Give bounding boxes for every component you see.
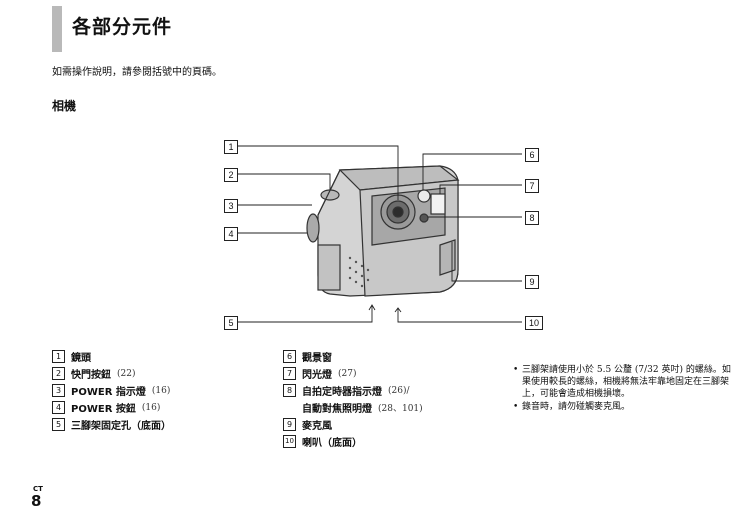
list-item: 5 三腳架固定孔（底面） — [52, 416, 177, 433]
item-number: 1 — [52, 350, 65, 363]
callout-10: 10 — [525, 316, 543, 330]
list-item: 7 閃光燈 (27) — [283, 365, 423, 382]
language-code: CT — [33, 485, 43, 493]
callout-2: 2 — [224, 168, 238, 182]
list-item: 10 喇叭（底面） — [283, 433, 423, 450]
item-label: 閃光燈 — [302, 370, 332, 381]
item-page: (16) — [151, 385, 171, 396]
callout-8: 8 — [525, 211, 539, 225]
item-label: 觀景窗 — [302, 353, 332, 364]
item-page: (22) — [117, 368, 136, 379]
list-item: 2 快門按鈕 (22) — [52, 365, 177, 382]
list-item: 3 POWER 指示燈 (16) — [52, 382, 177, 399]
camera-illustration — [306, 165, 460, 297]
item-label: POWER 指示燈 — [71, 387, 146, 398]
list-item: 8 自拍定時器指示燈 (26)/ — [283, 382, 423, 399]
intro-text: 如需操作說明，請參閱括號中的頁碼。 — [52, 67, 222, 78]
callout-3: 3 — [224, 199, 238, 213]
item-number: 7 — [283, 367, 296, 380]
item-page: (16) — [141, 402, 161, 413]
page-number: 8 — [31, 492, 42, 510]
leader-lines — [237, 145, 522, 323]
parts-list-left: 1 鏡頭 2 快門按鈕 (22) 3 POWER 指示燈 (16) 4 POWER 按鈕 (1… — [52, 348, 177, 433]
callout-1: 1 — [224, 140, 238, 154]
list-item: 自動對焦照明燈 (28、101) — [283, 399, 423, 416]
item-label: 自拍定時器指示燈 — [302, 387, 382, 398]
item-label: 鏡頭 — [71, 353, 91, 364]
item-label: 麥克風 — [302, 421, 332, 432]
note-item: 錄音時，請勿碰觸麥克風。 — [513, 401, 738, 413]
callout-7: 7 — [525, 179, 539, 193]
item-number: 4 — [52, 401, 65, 414]
item-label: POWER 按鈕 — [71, 404, 136, 415]
item-page: (26)/ — [388, 385, 410, 396]
item-number: 2 — [52, 367, 65, 380]
item-number: 9 — [283, 418, 296, 431]
list-item: 1 鏡頭 — [52, 348, 177, 365]
notes-list: 三腳架請使用小於 5.5 公釐 (7/32 英吋) 的螺絲。如果使用較長的螺絲，… — [513, 364, 738, 414]
item-number: 3 — [52, 384, 65, 397]
callout-9: 9 — [525, 275, 539, 289]
item-number: 8 — [283, 384, 296, 397]
item-page: (28、101) — [378, 404, 423, 414]
list-item: 6 觀景窗 — [283, 348, 423, 365]
item-number: 6 — [283, 350, 296, 363]
page-title: 各部分元件 — [72, 16, 173, 38]
item-page: (27) — [338, 368, 357, 379]
section-title: 相機 — [52, 99, 77, 113]
list-item: 9 麥克風 — [283, 416, 423, 433]
callout-5: 5 — [224, 316, 238, 330]
list-item: 4 POWER 按鈕 (16) — [52, 399, 177, 416]
title-accent-bar — [52, 6, 62, 52]
callout-4: 4 — [224, 227, 238, 241]
note-item: 三腳架請使用小於 5.5 公釐 (7/32 英吋) 的螺絲。如果使用較長的螺絲，… — [513, 364, 738, 400]
item-label: 快門按鈕 — [71, 370, 111, 381]
item-label: 自動對焦照明燈 — [302, 404, 372, 415]
item-number: 10 — [283, 435, 296, 448]
speaker-holes — [348, 256, 370, 288]
parts-list-right: 6 觀景窗 7 閃光燈 (27) 8 自拍定時器指示燈 (26)/ 自動對焦照明燈 (28、… — [283, 348, 423, 450]
callout-6: 6 — [525, 148, 539, 162]
item-label: 喇叭（底面） — [302, 438, 362, 449]
item-label: 三腳架固定孔（底面） — [71, 421, 171, 432]
item-number: 5 — [52, 418, 65, 431]
